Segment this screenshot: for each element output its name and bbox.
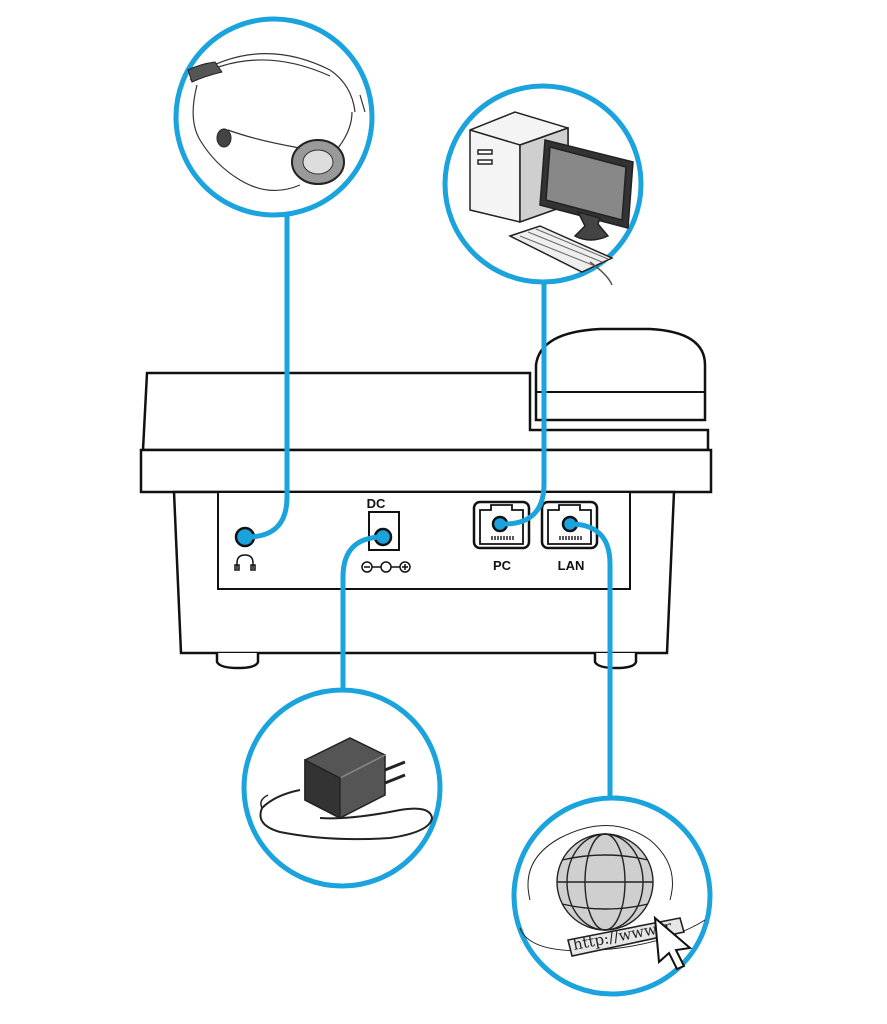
globe-icon: http://www.ir [519,825,706,971]
headphone-icon [234,554,256,571]
ip-phone-rear-view [139,327,713,670]
pc-label: PC [493,558,512,573]
phone-foot-left [215,653,260,670]
power-cable [340,534,386,698]
phone-foot-right [593,653,638,670]
headset-icon [187,53,366,192]
computer-device[interactable] [442,83,644,286]
handset [534,327,707,422]
computer-icon [469,111,634,286]
lan-cable [567,521,613,803]
dc-power-jack[interactable]: DC [361,496,411,573]
connection-cables [244,207,613,803]
phone-base-band [139,448,713,494]
pc-cable [501,277,547,527]
power-adapter-device[interactable] [241,687,443,889]
internet-device[interactable]: http://www.ir [511,795,713,997]
power-adapter-icon [259,737,434,841]
mouse-cursor-icon [653,915,693,971]
headset-cable [244,207,290,540]
lan-label: LAN [558,558,585,573]
polarity-icon [361,561,411,573]
headset-device[interactable] [173,16,375,218]
dc-label: DC [367,496,386,511]
pc-ethernet-port[interactable]: PC [472,500,531,573]
